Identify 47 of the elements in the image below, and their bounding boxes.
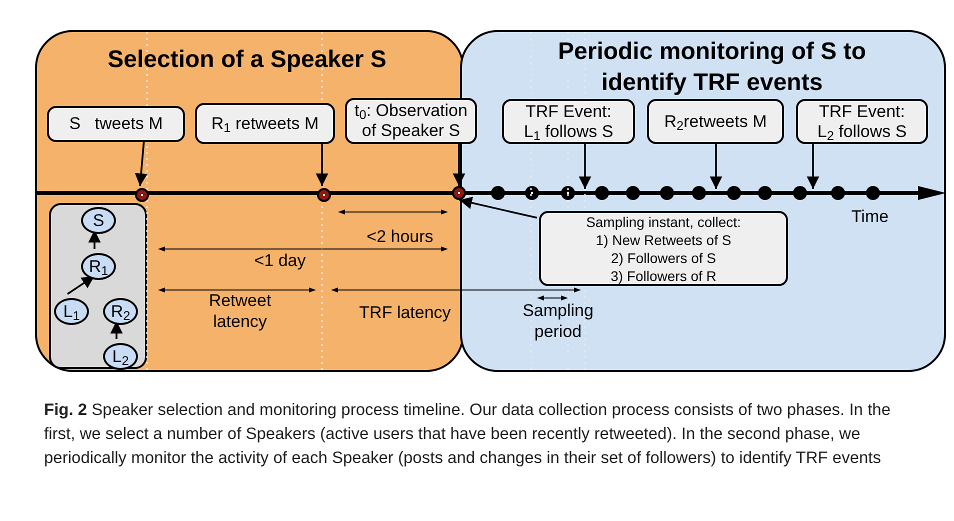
event-text: L$_{2}$ follows S [816,122,908,142]
event-box [345,98,477,144]
panel-title: Periodic monitoring of S to identify TRF events [557,37,867,98]
arrow [67,275,95,295]
axis-label: Time [850,206,890,227]
event-box [47,106,185,142]
node-label: R$_{1}$ [88,258,108,275]
arrow [452,144,466,186]
arrow [134,140,148,186]
timing-label: <1 day [253,250,307,271]
event-text: t$_{0}$: Observation of Speaker S [354,101,468,141]
node-label: L$_{1}$ [63,303,80,320]
arrow [459,196,538,219]
event-text: TRF Event: [818,102,906,122]
event-text: L$_{1}$ follows S [522,122,614,142]
note-line: Sampling instant, collect: [585,212,742,230]
event-text: R$_{2}$retweets M [663,112,768,132]
event-box [647,99,784,144]
graph-panel [49,203,147,369]
node-label: R$_{2}$ [110,303,130,320]
sampling-note-box [539,211,788,286]
user-node [81,253,116,280]
event-text: S tweets M [68,114,164,134]
arrow [578,142,592,189]
timing-label: TRF latency [358,302,452,323]
node-label: S [92,212,104,229]
arrow [316,142,328,186]
event-text: R$_{1}$ retweets M [210,114,320,134]
figure-caption: Fig. 2 Speaker selection and monitoring process timeline. Our data collection process consists of two phases. In the first, we select a number of Speakers (active users that have been recently retweeted). In the second phase, we periodically monitor the activity of each Speaker (posts and changes in their set of followers) to identify TRF events [44,400,892,469]
timing-label: Sampling period [522,300,594,342]
timing-label: Retweet latency [208,290,272,332]
event-box [796,99,928,144]
note-line: 2) Followers of S [610,248,718,266]
node-label: L$_{2}$ [112,348,129,365]
arrow [710,142,722,189]
event-box [195,103,335,144]
note-line: 1) New Retweets of S [594,230,732,248]
event-text: TRF Event: [524,102,612,122]
user-node [103,298,138,325]
user-node [54,298,89,325]
event-box [502,99,635,144]
panel-title: Selection of a Speaker S [106,45,388,75]
user-node [103,343,138,370]
arrow [806,142,820,189]
user-node [81,207,116,234]
note-line: 3) Followers of R [610,266,718,284]
timing-label: <2 hours [366,226,434,247]
